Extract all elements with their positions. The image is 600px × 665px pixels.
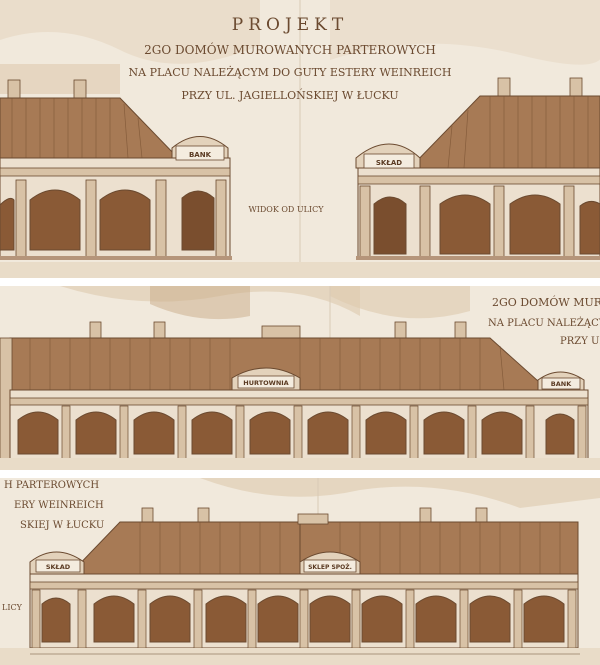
title-line-1: 2GO DOMÓW MUROWANYCH [492, 295, 600, 309]
drawing-sheet-top: PROJEKT 2GO DOMÓW MUROWANYCH PARTEROWYCH… [0, 0, 600, 278]
right-building: SKŁAD [355, 77, 600, 260]
sign-hurtownia: HURTOWNIA [243, 379, 288, 387]
sign-sklep: SKLEP SPOŻ. [308, 564, 352, 571]
arched-window [17, 411, 575, 455]
sign-bank-left: BANK [189, 151, 212, 159]
title-fragment-3: SKIEJ W ŁUCKU [20, 520, 104, 531]
chimneys [89, 321, 467, 339]
caption-widok: WIDOK OD ULICY [248, 205, 324, 214]
drawing-sheet-bottom: H PARTEROWYCH ERY WEINREICH SKIEJ W ŁUCK… [0, 478, 600, 665]
title-fragment-2: ERY WEINREICH [14, 500, 104, 511]
arched-window [41, 595, 565, 643]
title-line-2: 2GO DOMÓW MUROWANYCH PARTEROWYCH [144, 41, 436, 57]
title-line-2: NA PLACU NALEŻĄCYM DO [488, 317, 600, 329]
door [181, 190, 215, 251]
chimneys [141, 507, 488, 525]
left-building: BANK [0, 79, 232, 260]
caption-fragment: LICY [2, 603, 23, 612]
arched-window [439, 194, 600, 255]
elevation-drawing-1: PROJEKT 2GO DOMÓW MUROWANYCH PARTEROWYCH… [0, 0, 600, 278]
sign-sklad: SKŁAD [46, 563, 71, 571]
drawing-sheet-middle: 2GO DOMÓW MUROWANYCH NA PLACU NALEŻĄCYM … [0, 286, 600, 470]
title-fragment-1: H PARTEROWYCH [4, 480, 99, 491]
title-line-3: NA PLACU NALEŻĄCYM DO GUTY ESTERY WEINRE… [129, 65, 452, 79]
title-line-4: PRZY UL. JAGIELLOŃSKIEJ W ŁUCKU [181, 88, 398, 102]
elevation-drawing-2: 2GO DOMÓW MUROWANYCH NA PLACU NALEŻĄCYM … [0, 286, 600, 470]
sign-bank: BANK [551, 380, 572, 388]
elevation-drawing-3: H PARTEROWYCH ERY WEINREICH SKIEJ W ŁUCK… [0, 478, 600, 665]
sign-sklad-right: SKŁAD [376, 159, 402, 167]
title-projekt: PROJEKT [232, 15, 348, 35]
title-line-3: PRZY UL [560, 336, 600, 347]
arched-window [0, 189, 151, 251]
